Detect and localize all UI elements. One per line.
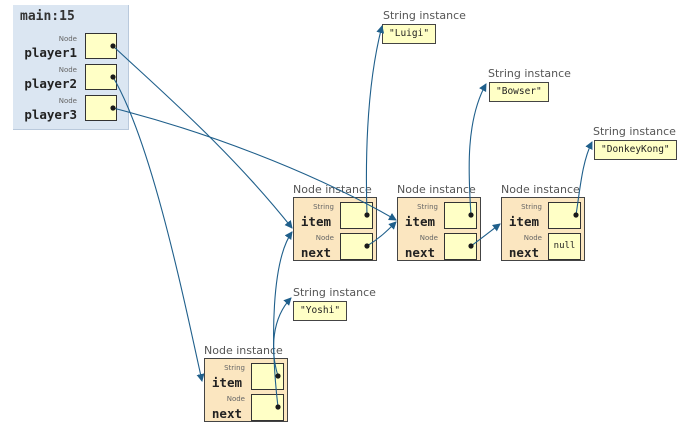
pointer-dot: [110, 43, 116, 49]
string-yoshi[interactable]: "Yoshi": [293, 301, 348, 321]
var-name-player2: player2: [24, 76, 77, 91]
pointer-dot: [110, 74, 116, 80]
field-name-item: item: [404, 214, 435, 229]
field-name-item: item: [508, 214, 539, 229]
field-name-item: item: [211, 375, 242, 390]
node-instance-d[interactable]: String item Node next: [204, 358, 288, 422]
node-instance-b[interactable]: String item Node next: [397, 197, 481, 261]
field-name-next: next: [300, 245, 331, 260]
field-type: String: [417, 203, 438, 211]
pointer-dot: [468, 243, 474, 249]
var-name-player3: player3: [24, 107, 77, 122]
field-name-next: next: [508, 245, 539, 260]
stack-frame: main:15 Node player1 Node player2 Node p…: [13, 5, 129, 130]
arrow-player3-to-node-b: [112, 107, 397, 221]
field-type: String: [521, 203, 542, 211]
pointer-dot: [573, 212, 579, 218]
arrow-a-next-to-b: [366, 221, 397, 247]
node-instance-label: Node instance: [204, 344, 283, 357]
field-type: Node: [226, 395, 245, 403]
arrow-a-item-to-luigi: [365, 25, 385, 216]
pointer-dot: [364, 243, 370, 249]
pointer-dot: [468, 212, 474, 218]
arrow-player2-to-node-d: [112, 76, 205, 382]
node-instance-label: Node instance: [397, 183, 476, 196]
var-type-label: Node: [58, 35, 77, 43]
string-donkeykong[interactable]: "DonkeyKong": [594, 140, 677, 160]
field-type: String: [224, 364, 245, 372]
pointer-dot: [110, 105, 116, 111]
var-name-player1: player1: [24, 45, 77, 60]
string-instance-label: String instance: [293, 286, 376, 299]
pointer-dot: [275, 404, 281, 410]
arrow-c-item-to-donkeykong: [575, 141, 593, 216]
node-instance-label: Node instance: [501, 183, 580, 196]
frame-title: main:15: [20, 9, 75, 24]
var-type-label: Node: [58, 66, 77, 74]
field-name-item: item: [300, 214, 331, 229]
arrow-d-item-to-yoshi: [273, 297, 292, 377]
field-type: Node: [419, 234, 438, 242]
string-instance-label: String instance: [488, 67, 571, 80]
field-name-next: next: [211, 406, 242, 421]
node-instance-c[interactable]: String item Node next null: [501, 197, 585, 261]
arrow-b-next-to-c: [470, 223, 501, 247]
null-value: null: [553, 241, 576, 251]
field-cell-next[interactable]: null: [548, 233, 581, 260]
node-instance-a[interactable]: String item Node next: [293, 197, 377, 261]
string-instance-label: String instance: [593, 125, 676, 138]
field-type: Node: [523, 234, 542, 242]
string-instance-label: String instance: [383, 9, 466, 22]
field-name-next: next: [404, 245, 435, 260]
arrow-b-item-to-bowser: [468, 83, 487, 216]
var-cell-player3[interactable]: [85, 95, 117, 121]
var-type-label: Node: [58, 97, 77, 105]
arrow-player1-to-node-a: [112, 45, 293, 229]
string-bowser[interactable]: "Bowser": [489, 82, 549, 102]
arrow-d-next-to-a: [273, 231, 293, 408]
node-instance-label: Node instance: [293, 183, 372, 196]
pointer-dot: [364, 212, 370, 218]
pointer-dot: [275, 373, 281, 379]
field-type: Node: [315, 234, 334, 242]
string-luigi[interactable]: "Luigi": [382, 24, 437, 44]
field-type: String: [313, 203, 334, 211]
